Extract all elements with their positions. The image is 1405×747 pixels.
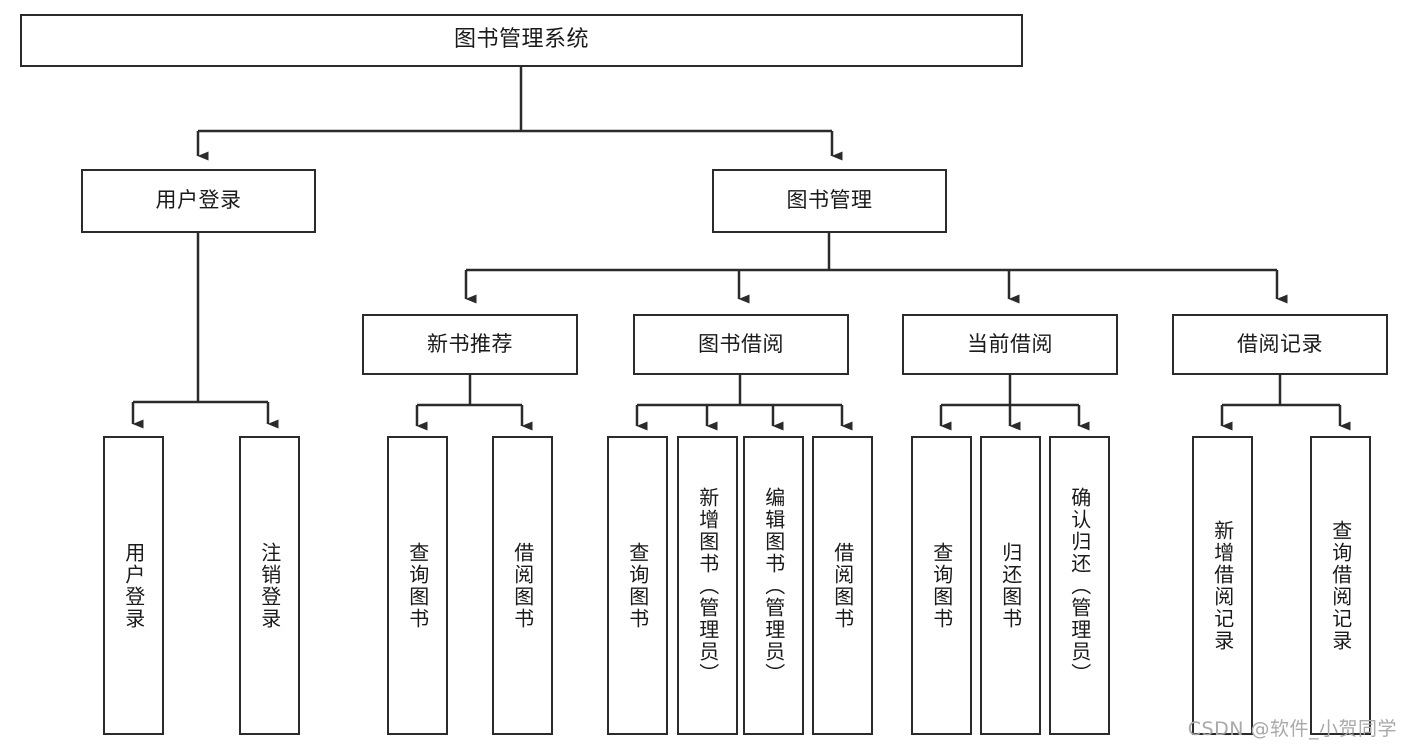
node-book-borrow[interactable]: 图书借阅: [633, 314, 849, 375]
node-leaf-borrow-book-recommend[interactable]: 借阅图书: [492, 436, 553, 735]
node-label: 用户登录: [121, 541, 146, 630]
node-label: 借阅记录: [1237, 331, 1323, 356]
node-label: 新增图书（管理员）: [695, 486, 720, 685]
node-leaf-borrow-book[interactable]: 借阅图书: [812, 436, 873, 735]
node-user-login[interactable]: 用户登录: [81, 169, 316, 233]
node-label: 借阅图书: [510, 541, 535, 630]
node-leaf-add-book[interactable]: 新增图书（管理员）: [677, 436, 738, 735]
node-label: 图书管理系统: [453, 27, 589, 53]
node-leaf-add-borrow-record[interactable]: 新增借阅记录: [1192, 436, 1253, 735]
node-leaf-return-book[interactable]: 归还图书: [980, 436, 1041, 735]
node-leaf-query-book-recommend[interactable]: 查询图书: [387, 436, 448, 735]
node-new-book-recommend[interactable]: 新书推荐: [362, 314, 578, 375]
node-label: 用户登录: [155, 188, 242, 213]
node-current-borrow[interactable]: 当前借阅: [902, 314, 1118, 375]
node-leaf-edit-book[interactable]: 编辑图书（管理员）: [743, 436, 804, 735]
node-leaf-user-logout[interactable]: 注销登录: [239, 436, 300, 735]
node-label: 查询图书: [625, 541, 650, 630]
node-leaf-query-borrow-record[interactable]: 查询借阅记录: [1310, 436, 1371, 735]
node-label: 确认归还（管理员）: [1067, 486, 1092, 685]
node-label: 注销登录: [257, 541, 282, 630]
node-label: 新增借阅记录: [1210, 519, 1235, 652]
node-leaf-query-book-current[interactable]: 查询图书: [911, 436, 972, 735]
node-leaf-user-login[interactable]: 用户登录: [103, 436, 164, 735]
node-label: 当前借阅: [967, 331, 1053, 356]
node-label: 查询借阅记录: [1328, 519, 1353, 652]
node-label: 借阅图书: [830, 541, 855, 630]
node-label: 新书推荐: [427, 331, 513, 356]
node-root-book-management-system[interactable]: 图书管理系统: [20, 14, 1023, 67]
node-label: 编辑图书（管理员）: [761, 486, 786, 685]
node-leaf-confirm-return[interactable]: 确认归还（管理员）: [1049, 436, 1110, 735]
node-label: 图书借阅: [698, 331, 784, 356]
node-book-management[interactable]: 图书管理: [712, 169, 947, 233]
node-label: 归还图书: [998, 541, 1023, 630]
node-label: 图书管理: [786, 188, 873, 213]
node-leaf-query-book-borrow[interactable]: 查询图书: [607, 436, 668, 735]
node-label: 查询图书: [929, 541, 954, 630]
node-borrow-record[interactable]: 借阅记录: [1172, 314, 1388, 375]
node-label: 查询图书: [405, 541, 430, 630]
